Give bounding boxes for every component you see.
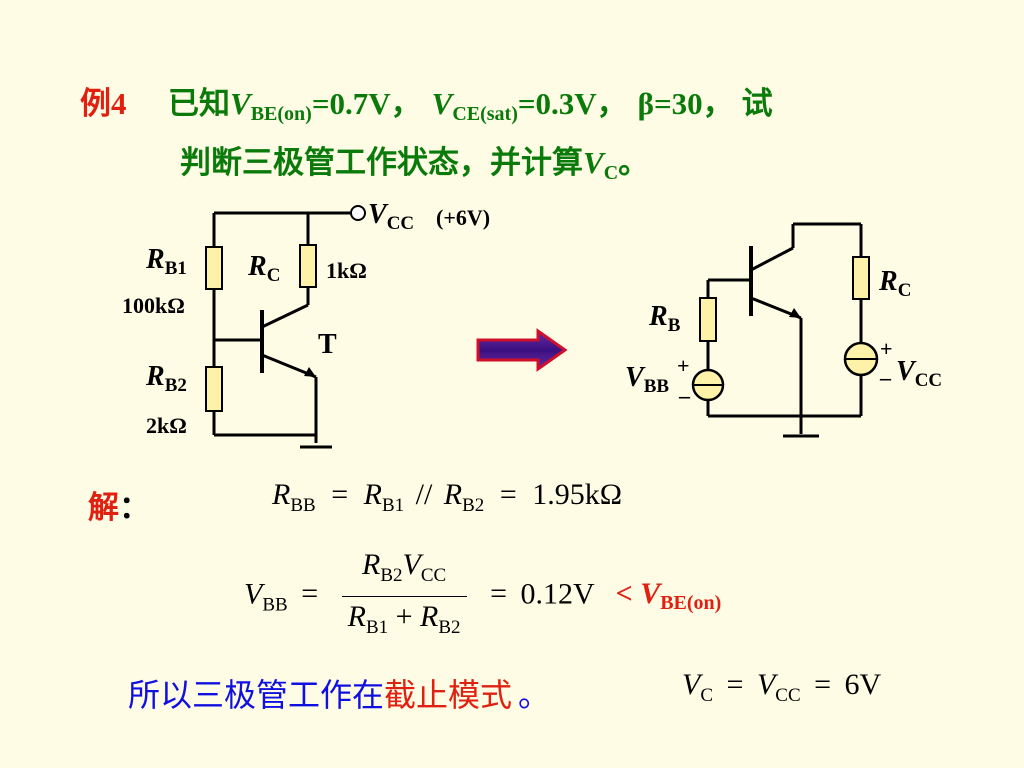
rb-label: RB: [648, 301, 681, 336]
circuit-diagram-left: VCC (+6V) RB1 100kΩ RC 1kΩ RB2 2kΩ T: [122, 199, 490, 449]
vbb-fraction: RB2VCC RB1 + RB2: [341, 545, 467, 648]
vcc-label-right: VCC: [896, 356, 942, 391]
circuit-diagram-right: RB RC VBB + – + – VCC: [625, 222, 942, 438]
tail-text: 试: [741, 86, 773, 121]
rc-value: 1kΩ: [326, 258, 367, 283]
rc-label-right: RC: [878, 266, 911, 301]
beta-value: β=30，: [637, 86, 734, 121]
rb1-value: 100kΩ: [122, 293, 185, 318]
vbe-subscript: BE(on): [250, 103, 312, 125]
transistor-label: T: [318, 329, 337, 360]
vc-subscript: C: [603, 162, 619, 184]
arrow-icon: [476, 328, 568, 372]
vcc-plus: +: [880, 336, 893, 361]
equation-vc: VC = VCC = 6V: [682, 668, 882, 706]
example-label: 例4: [80, 86, 127, 121]
conclusion-text: 所以三极管工作在截止模式。: [128, 676, 551, 714]
vcc-label: VCC: [368, 199, 414, 234]
vbb-minus: –: [678, 383, 691, 408]
task-text: 判断三极管工作状态，并计算: [180, 145, 583, 180]
vcc-minus: –: [879, 365, 892, 390]
rb2-value: 2kΩ: [146, 413, 187, 438]
task-end: 。: [618, 145, 650, 180]
problem-line-1: 例4 已知VBE(on)=0.7V，VCE(sat)=0.3V，β=30，试: [80, 86, 773, 125]
vbb-label: VBB: [625, 362, 669, 397]
comparison: < VBE(on): [615, 577, 722, 615]
mode-highlight: 截止模式: [384, 676, 513, 714]
problem-line-2: 判断三极管工作状态，并计算VC。: [180, 145, 650, 184]
equation-rbb: RBB = RB1 // RB2 = 1.95kΩ: [272, 478, 623, 516]
vce-subscript: CE(sat): [452, 103, 518, 125]
intro-text: 已知: [168, 86, 230, 121]
equation-vbb: VBB = RB2VCC RB1 + RB2 = 0.12V < VBE(on): [244, 545, 721, 648]
rb2-label: RB2: [145, 361, 187, 396]
rc-label: RC: [247, 251, 280, 286]
vbe-value: =0.7V，: [311, 86, 422, 121]
solution-label: 解：: [88, 490, 150, 525]
rb1-label: RB1: [145, 244, 187, 279]
vce-value: =0.3V，: [517, 86, 628, 121]
vcc-value: (+6V): [436, 205, 490, 230]
vbb-plus: +: [677, 353, 690, 378]
